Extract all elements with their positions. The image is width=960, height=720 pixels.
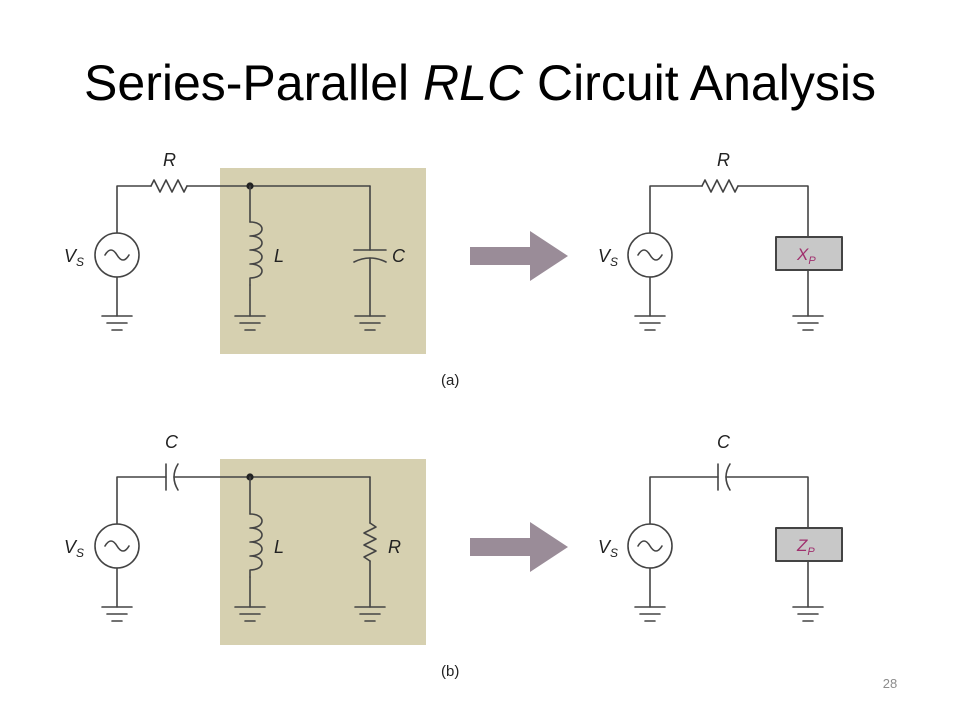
wire xyxy=(649,476,719,525)
resistor-r-symbol xyxy=(701,179,739,193)
circuit-b-equivalent xyxy=(627,463,843,622)
ground-symbol xyxy=(234,606,266,622)
resistor-r-symbol xyxy=(363,522,377,562)
ground-symbol xyxy=(234,315,266,331)
ground-symbol xyxy=(354,315,386,331)
label-source-b-left: VS xyxy=(64,537,84,560)
wire xyxy=(116,476,167,525)
ground-symbol xyxy=(792,606,824,622)
ac-wave xyxy=(104,540,130,552)
inductor-l-symbol xyxy=(249,513,263,578)
ground-symbol xyxy=(101,315,133,331)
label-inductor-b-left: L xyxy=(274,537,284,557)
caption-a: (a) xyxy=(441,372,459,389)
label-source-b-right: VS xyxy=(598,537,618,560)
transform-arrow-a xyxy=(470,231,568,281)
label-inductor-a-left: L xyxy=(274,246,284,266)
equivalent-reactance-box xyxy=(775,236,843,271)
circuit-a-original xyxy=(94,168,426,354)
label-xp: XP xyxy=(796,245,816,267)
resistor-r-symbol xyxy=(150,179,188,193)
ground-symbol xyxy=(792,315,824,331)
label-series-r-a-left: R xyxy=(163,150,176,170)
wire xyxy=(649,185,703,234)
label-capacitor-a-left: C xyxy=(392,246,406,266)
wire xyxy=(116,185,152,234)
ac-wave xyxy=(104,249,130,261)
ground-symbol xyxy=(354,606,386,622)
label-series-c-b-left: C xyxy=(165,432,179,452)
wire xyxy=(725,476,809,529)
transform-arrow-b xyxy=(470,522,568,572)
circuit-a-equivalent xyxy=(627,179,843,331)
ac-wave xyxy=(637,540,663,552)
equivalent-impedance-box xyxy=(775,527,843,562)
label-source-a-left: VS xyxy=(64,246,84,269)
title-part-2: RLC xyxy=(423,55,524,111)
inductor-l-symbol xyxy=(249,221,263,286)
label-zp: ZP xyxy=(796,536,815,558)
ac-wave xyxy=(637,249,663,261)
title-part-1: Series-Parallel xyxy=(84,55,424,111)
wire xyxy=(737,185,809,238)
label-series-r-a-right: R xyxy=(717,150,730,170)
slide-title: Series-Parallel RLC Circuit Analysis xyxy=(0,58,960,108)
label-series-c-b-right: C xyxy=(717,432,731,452)
ground-symbol xyxy=(634,315,666,331)
page-number: 28 xyxy=(882,676,898,691)
caption-b: (b) xyxy=(441,663,459,680)
title-part-3: Circuit Analysis xyxy=(523,55,876,111)
ground-symbol xyxy=(101,606,133,622)
label-resistor-b-left: R xyxy=(388,537,401,557)
circuit-b-original xyxy=(94,459,426,645)
label-source-a-right: VS xyxy=(598,246,618,269)
ground-symbol xyxy=(634,606,666,622)
